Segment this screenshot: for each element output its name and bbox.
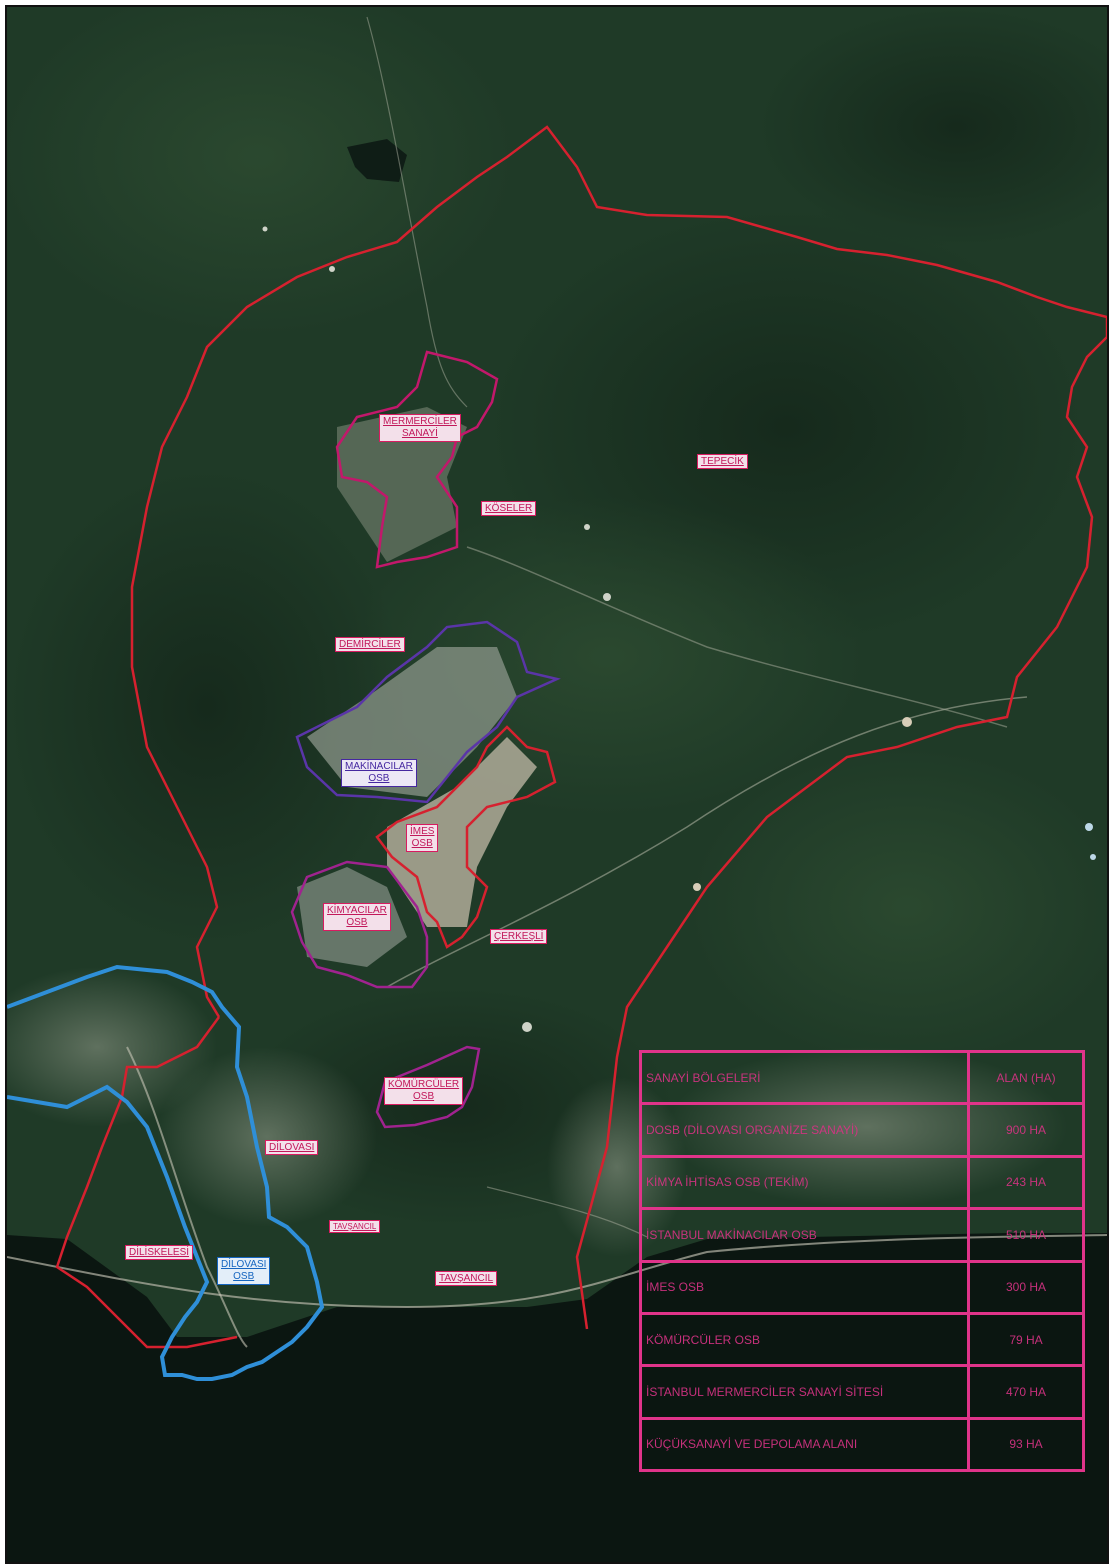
label-tavsancil-small: TAVŞANCIL: [329, 1220, 381, 1233]
settlement-marker: [329, 266, 335, 272]
label-komurculer-line2: OSB: [413, 1091, 435, 1102]
road: [366, 16, 468, 408]
terrain-patch: [7, 7, 517, 337]
label-kimyacilar-line2: OSB: [346, 917, 368, 928]
dilovasi-osb-boundary: [7, 964, 325, 1381]
label-kimyacilar: KİMYACILAR OSB: [323, 903, 391, 931]
legend-row: KİMYA İHTİSAS OSB (TEKİM) 243 HA: [639, 1154, 1085, 1211]
terrain-patch: [7, 467, 407, 947]
legend-row-area: 300 HA: [967, 1259, 1085, 1315]
label-diliskelesi: DİLİSKELESİ: [125, 1245, 194, 1260]
label-kimyacilar-line1: KİMYACILAR: [327, 905, 387, 916]
settlement-marker: [262, 226, 268, 232]
imes-boundary: [375, 725, 557, 949]
label-mermerciler: MERMERCİLER SANAYİ: [379, 414, 461, 442]
legend-row-area: 243 HA: [967, 1154, 1085, 1211]
mermerciler-boundary: [335, 350, 499, 569]
legend-row-name: KÜÇÜKSANAYİ VE DEPOLAMA ALANI: [639, 1416, 970, 1473]
legend-grid: SANAYİ BÖLGELERİ ALAN (HA) DOSB (DİLOVAS…: [639, 1049, 1085, 1473]
road: [386, 696, 1028, 988]
legend-row-area: 470 HA: [967, 1364, 1085, 1420]
legend-header-name: SANAYİ BÖLGELERİ: [639, 1049, 970, 1106]
settlement-marker: [1090, 854, 1096, 860]
terrain-patch: [757, 7, 1107, 247]
label-komurculer-line1: KÖMÜRCÜLER: [388, 1079, 460, 1090]
label-dilovasi: DİLOVASI: [265, 1140, 319, 1155]
label-cerkesli: ÇERKEŞLİ: [490, 929, 548, 944]
urban-area-west: [7, 967, 217, 1127]
legend-row-name: İSTANBUL MERMERCİLER SANAYİ SİTESİ: [639, 1364, 970, 1420]
legend-row-area: 79 HA: [967, 1311, 1085, 1368]
label-koseler: KÖSELER: [481, 501, 537, 516]
legend-row-area: 510 HA: [967, 1207, 1085, 1263]
legend-row-name: İMES OSB: [639, 1259, 970, 1315]
label-makinacilar: MAKİNACILAR OSB: [341, 759, 417, 787]
industrial-area-mermerciler: [337, 407, 467, 562]
terrain-patch: [687, 747, 1107, 1067]
legend-table: SANAYİ BÖLGELERİ ALAN (HA) DOSB (DİLOVAS…: [639, 1049, 1085, 1473]
label-demirciler: DEMİRCİLER: [335, 637, 405, 652]
makinacilar-boundary: [295, 620, 561, 804]
legend-header-area: ALAN (HA): [967, 1049, 1085, 1106]
settlement-marker: [693, 883, 701, 891]
label-dilovasi-osb-line2: OSB: [233, 1271, 255, 1282]
map-frame: MERMERCİLER SANAYİ TEPECİK KÖSELER DEMİR…: [5, 5, 1109, 1564]
road: [466, 546, 1008, 728]
settlement-marker: [522, 1022, 532, 1032]
label-komurculer: KÖMÜRCÜLER OSB: [384, 1077, 464, 1105]
label-dilovasi-osb-line1: DİLOVASI: [221, 1259, 267, 1270]
settlement-marker: [902, 717, 912, 727]
legend-row: İMES OSB 300 HA: [639, 1259, 1085, 1315]
industrial-area-imes: [387, 737, 537, 927]
label-mermerciler-line2: SANAYİ: [401, 428, 438, 439]
legend-row-name: İSTANBUL MAKİNACILAR OSB: [639, 1207, 970, 1263]
legend-row: İSTANBUL MERMERCİLER SANAYİ SİTESİ 470 H…: [639, 1364, 1085, 1420]
label-imes-line2: OSB: [411, 838, 433, 849]
settlement-marker: [1085, 823, 1093, 831]
label-makinacilar-line1: MAKİNACILAR: [345, 761, 413, 772]
legend-row: KÜÇÜKSANAYİ VE DEPOLAMA ALANI 93 HA: [639, 1416, 1085, 1473]
label-dilovasi-osb: DİLOVASI OSB: [217, 1257, 271, 1285]
label-makinacilar-line2: OSB: [368, 773, 390, 784]
municipal-boundary: [130, 125, 1107, 1330]
road: [126, 1046, 248, 1348]
label-mermerciler-line1: MERMERCİLER: [383, 416, 457, 427]
legend-row-name: DOSB (DİLOVASI ORGANİZE SANAYİ): [639, 1102, 970, 1158]
settlement-marker: [584, 524, 590, 530]
kimyacilar-boundary: [290, 860, 429, 989]
label-tepecik: TEPECİK: [697, 454, 748, 469]
settlement-marker: [603, 593, 611, 601]
legend-row-area: 900 HA: [967, 1102, 1085, 1158]
legend-row: DOSB (DİLOVASI ORGANİZE SANAYİ) 900 HA: [639, 1102, 1085, 1158]
komurculer-boundary: [375, 1045, 481, 1129]
legend-header-row: SANAYİ BÖLGELERİ ALAN (HA): [639, 1049, 1085, 1106]
reservoir: [347, 139, 407, 182]
urban-area-dilovasi: [157, 1047, 377, 1227]
legend-row-name: KİMYA İHTİSAS OSB (TEKİM): [639, 1154, 970, 1211]
legend-row-name: KÖMÜRCÜLER OSB: [639, 1311, 970, 1368]
legend-row: İSTANBUL MAKİNACILAR OSB 510 HA: [639, 1207, 1085, 1263]
label-imes: İMES OSB: [406, 824, 439, 852]
municipal-boundary-west: [55, 1016, 238, 1349]
label-tavsancil: TAVŞANCIL: [435, 1271, 498, 1286]
legend-row: KÖMÜRCÜLER OSB 79 HA: [639, 1311, 1085, 1368]
label-imes-line1: İMES: [410, 826, 435, 837]
road: [486, 1186, 648, 1238]
legend-row-area: 93 HA: [967, 1416, 1085, 1473]
